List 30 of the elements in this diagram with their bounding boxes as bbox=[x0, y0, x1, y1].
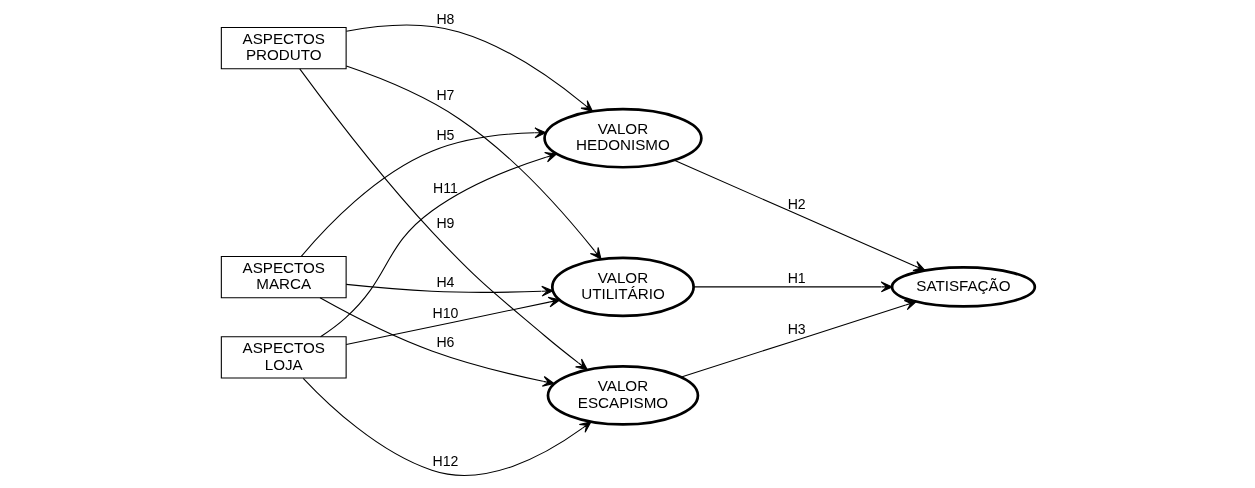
arrow bbox=[300, 127, 546, 258]
edge-label: H11 bbox=[432, 179, 458, 196]
arrow bbox=[673, 159, 925, 272]
arrow bbox=[680, 299, 917, 378]
arrow bbox=[298, 68, 588, 371]
edge-label: H3 bbox=[787, 320, 806, 337]
edge-label: H4 bbox=[435, 274, 454, 291]
arrow bbox=[692, 281, 893, 293]
node-ellipse: SATISFAÇÃO bbox=[890, 266, 1036, 308]
edge-label: H5 bbox=[435, 126, 454, 143]
edge-label: H1 bbox=[787, 269, 806, 286]
node-ellipse: VALOR UTILITÁRIO bbox=[550, 256, 695, 318]
arrow bbox=[345, 296, 560, 346]
node-ellipse: VALOR ESCAPISMO bbox=[546, 365, 699, 426]
edge-label: H8 bbox=[435, 10, 454, 27]
arrow bbox=[318, 297, 554, 387]
arrow bbox=[345, 24, 593, 112]
edge-label: H12 bbox=[431, 453, 458, 470]
arrow bbox=[302, 377, 591, 476]
edge-label: H9 bbox=[435, 214, 454, 231]
edge-label: H7 bbox=[435, 86, 454, 103]
node-box: ASPECTOS PRODUTO bbox=[220, 27, 347, 70]
edge-label: H6 bbox=[435, 334, 454, 351]
arrow bbox=[345, 283, 553, 297]
arrow bbox=[345, 65, 602, 260]
edge-label: H10 bbox=[431, 304, 458, 321]
edge-label: H2 bbox=[787, 196, 806, 213]
arrow bbox=[319, 151, 557, 338]
node-box: ASPECTOS MARCA bbox=[220, 255, 347, 299]
node-box: ASPECTOS LOJA bbox=[220, 336, 347, 379]
